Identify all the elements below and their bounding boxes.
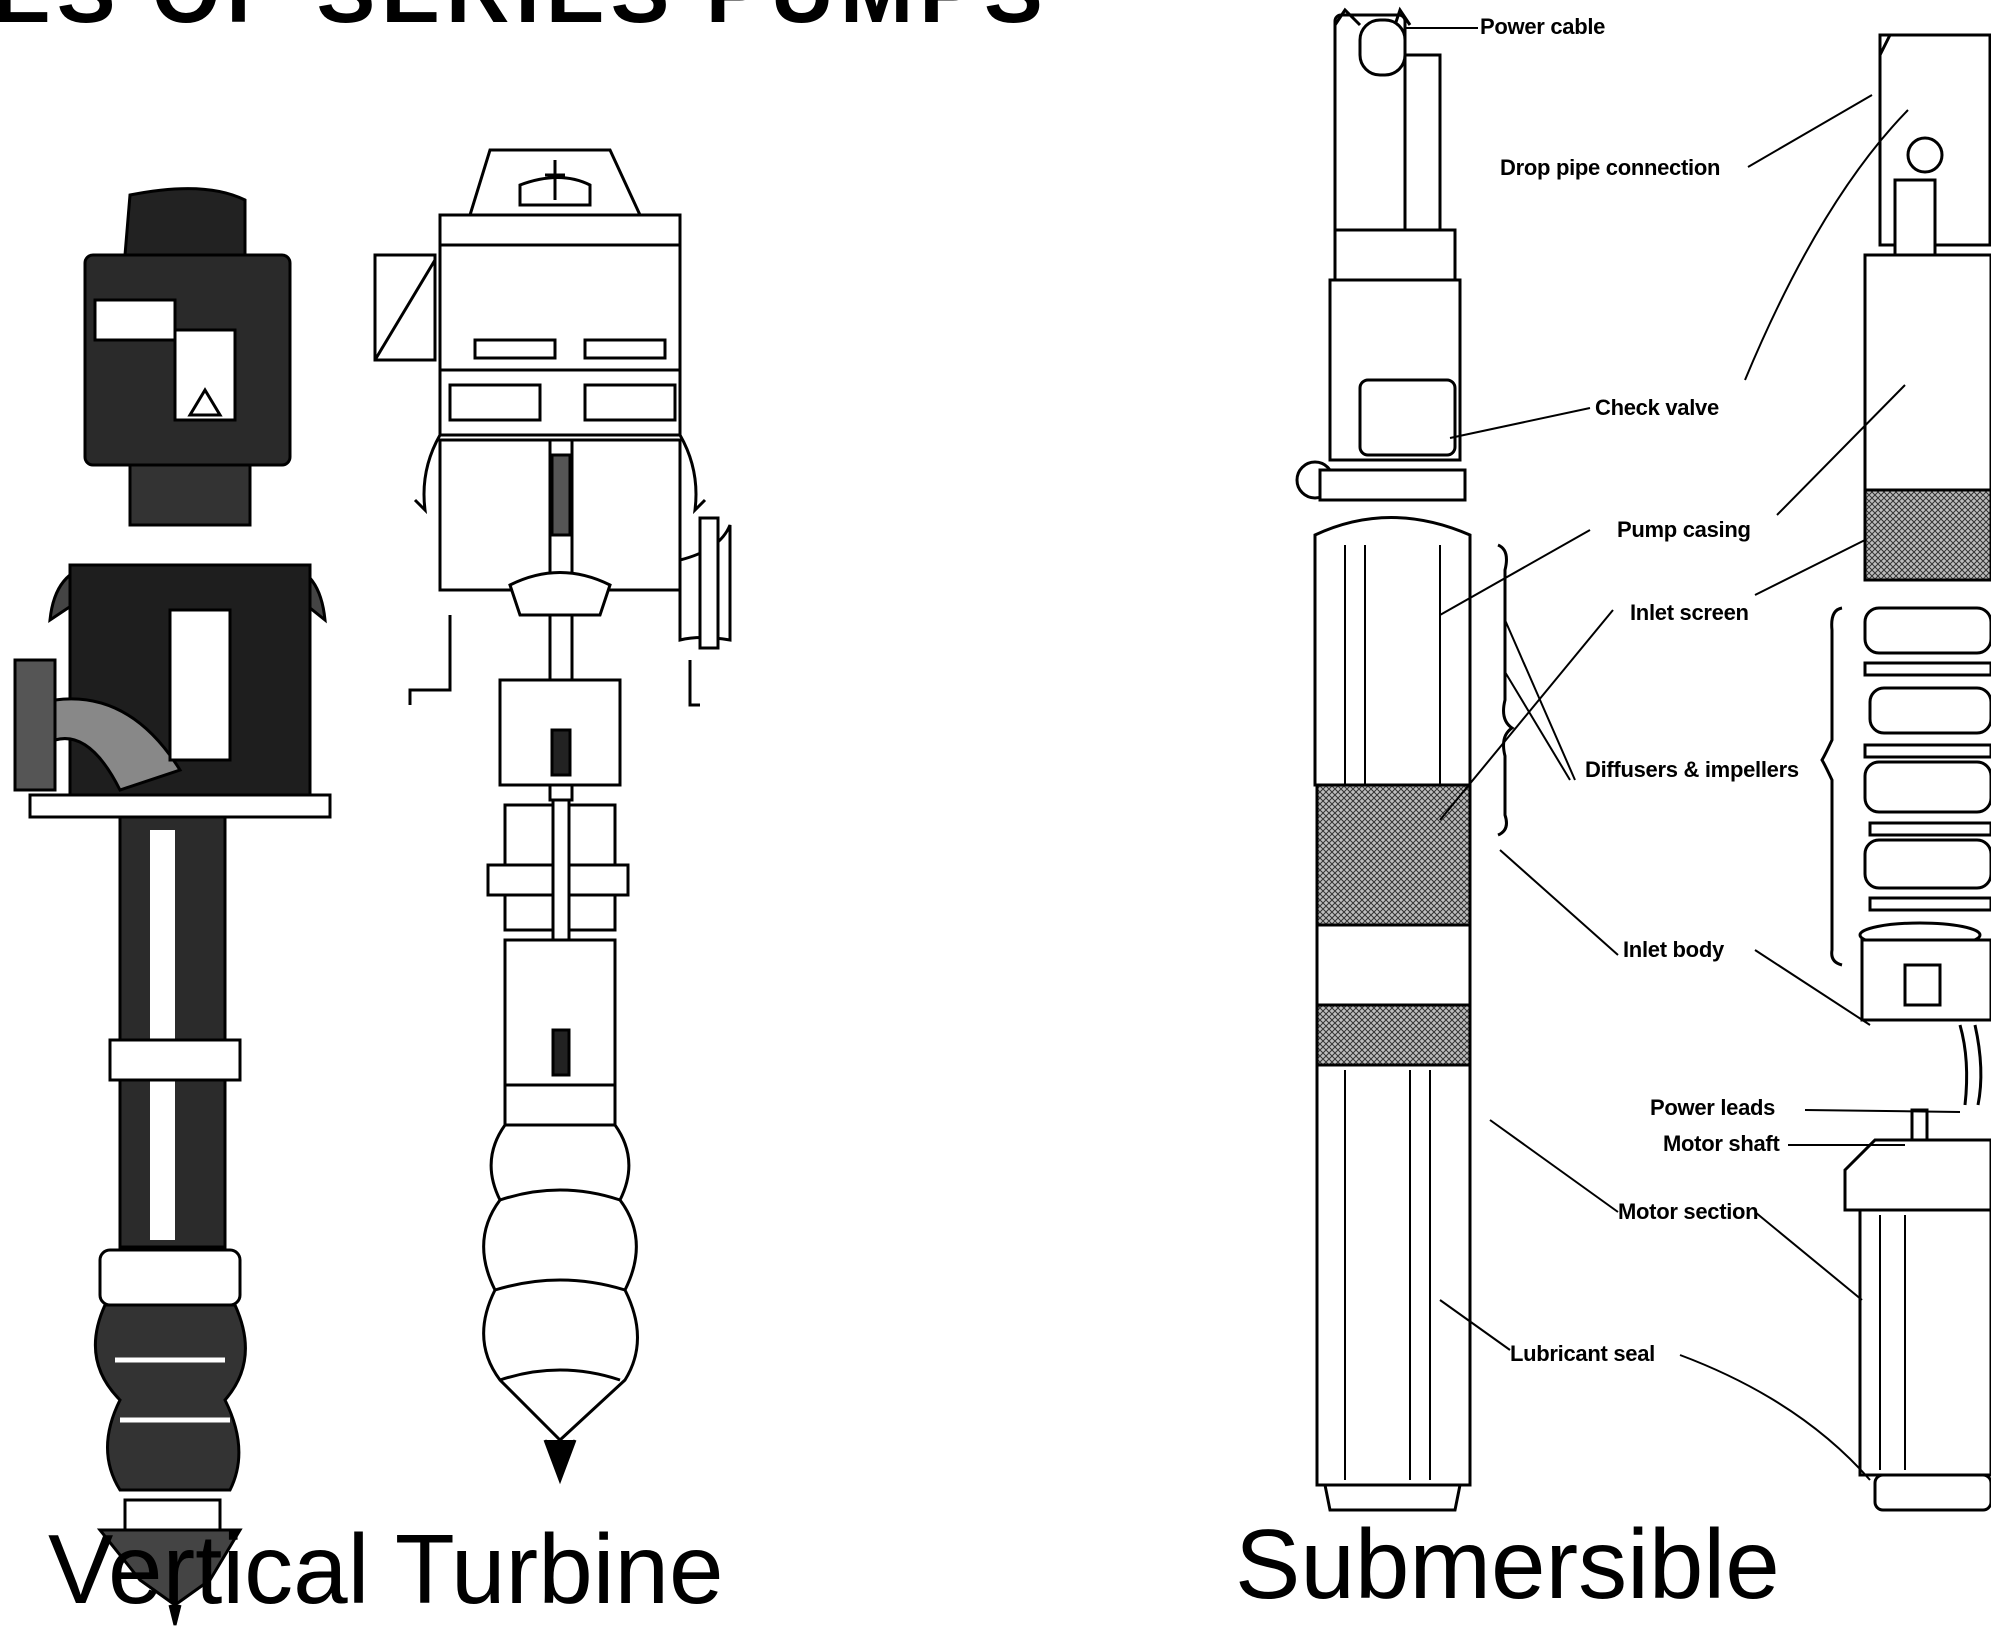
callout-motor-shaft: Motor shaft [1663, 1131, 1780, 1156]
vertical-turbine-cutaway-drawing [373, 148, 732, 1485]
callout-diffusers-impellers: Diffusers & impellers [1585, 757, 1799, 782]
callout-power-cable: Power cable [1480, 14, 1606, 39]
submersible-assembled-drawing [1295, 6, 1515, 1512]
callout-power-leads: Power leads [1650, 1095, 1776, 1120]
callout-inlet-screen: Inlet screen [1630, 600, 1749, 625]
callout-motor-section: Motor section [1618, 1199, 1759, 1224]
callout-drop-pipe-connection: Drop pipe connection [1500, 155, 1721, 180]
caption-vertical-turbine: Vertical Turbine [48, 1514, 724, 1624]
submersible-exploded-drawing [1820, 33, 1991, 1512]
callout-check-valve: Check valve [1595, 395, 1719, 420]
callout-inlet-body: Inlet body [1623, 937, 1724, 962]
callout-lubricant-seal: Lubricant seal [1510, 1341, 1655, 1366]
callout-leader-lines [1405, 27, 1961, 1481]
caption-submersible: Submersible [1235, 1509, 1780, 1619]
callout-pump-casing: Pump casing [1617, 517, 1751, 542]
page-heading: ES OF SERIES PUMPS [0, 0, 1049, 36]
vertical-turbine-exterior-drawing [13, 187, 332, 1626]
